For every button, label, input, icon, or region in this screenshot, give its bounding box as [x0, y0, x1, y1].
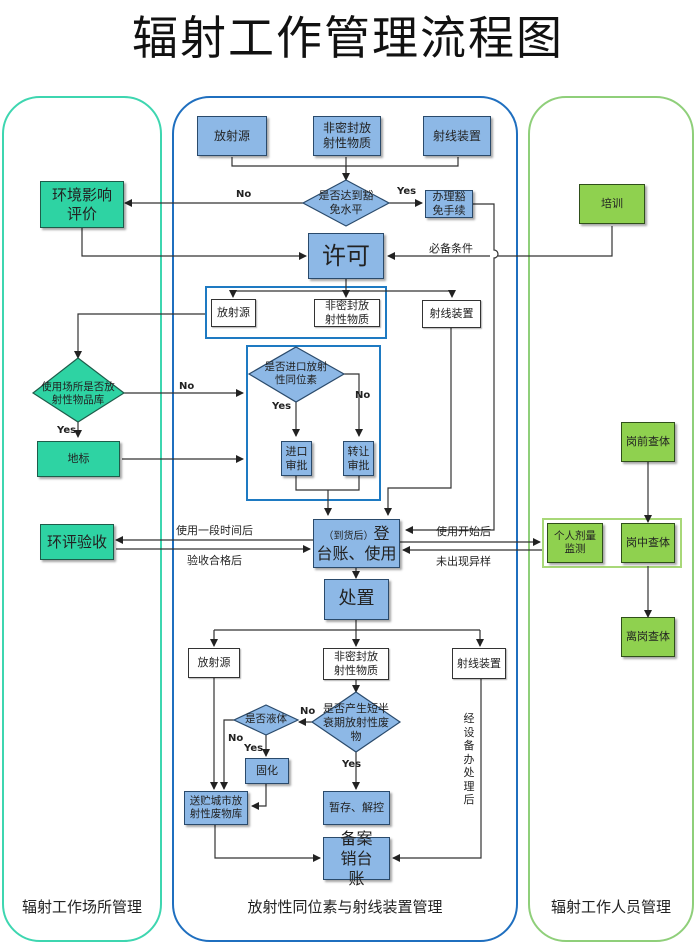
import-decision-diamond [247, 346, 346, 403]
license-item-radioactive-source[interactable]: 放射源 [211, 299, 256, 327]
liquid-decision-label: 是否液体 [245, 713, 287, 726]
edge-label-site-yes: Yes [57, 425, 77, 436]
store-decay-node[interactable]: 暂存、解控 [323, 791, 390, 825]
pre-exam-node[interactable]: 岗前查体 [621, 422, 675, 462]
device-processing-note: 经 设 备 办 处 理 后 [463, 712, 475, 806]
lane-workplace [2, 96, 162, 942]
halflife-decision-label: 是否产生短半衰期放射性废物 [323, 702, 389, 743]
solidify-node[interactable]: 固化 [245, 758, 289, 784]
lane-isotope-device [172, 96, 518, 942]
import-decision-label: 是否进口放射性同位素 [264, 360, 328, 386]
exempt-decision-diamond [301, 179, 391, 227]
site-decision-label: 使用场所是否放射性物品库 [41, 380, 115, 406]
edge-label-site-no: No [179, 381, 195, 392]
send-waste-store-node[interactable]: 送贮城市放射性废物库 [184, 791, 248, 825]
source-node-ray-device[interactable]: 射线装置 [423, 116, 491, 156]
eia-node[interactable]: 环境影响评价 [40, 181, 124, 228]
disposal-item-unsealed-material[interactable]: 非密封放射性物质 [323, 648, 389, 680]
eia-acceptance-node[interactable]: 环评验收 [40, 524, 114, 560]
lane-label-isotope-device: 放射性同位素与射线装置管理 [247, 898, 443, 916]
transfer-approval-node[interactable]: 转让审批 [343, 441, 374, 476]
source-node-unsealed-material[interactable]: 非密封放射性物质 [313, 116, 381, 156]
register-use-node[interactable]: （到货后） 登 台账、使用 [313, 519, 400, 568]
edge-label-liquid-no: No [228, 733, 244, 744]
edge-label-import-no: No [355, 390, 371, 401]
edge-import-no [344, 373, 363, 437]
site-decision-diamond [31, 357, 126, 423]
training-node[interactable]: 培训 [579, 184, 645, 224]
edge-source-site [74, 313, 205, 359]
edge-label-after-period-use: 使用一段时间后 [176, 524, 253, 537]
record-close-node[interactable]: 备案销台账 [323, 829, 390, 888]
edge-label-import-yes: Yes [272, 401, 292, 412]
license-item-unsealed-material[interactable]: 非密封放射性物质 [314, 299, 380, 327]
edge-eia-license [81, 228, 307, 260]
edge-exempt-register [405, 203, 499, 534]
license-item-ray-device[interactable]: 射线装置 [422, 300, 481, 328]
edge-label-halflife-no: No [300, 706, 316, 717]
edge-label-after-acceptance: 验收合格后 [187, 554, 242, 567]
exempt-decision-label: 是否达到豁免水平 [318, 189, 374, 216]
monitoring-group [542, 518, 682, 568]
liquid-decision-diamond [232, 704, 300, 736]
exempt-process-node[interactable]: 办理豁免手续 [425, 190, 473, 218]
lane-label-personnel: 辐射工作人员管理 [550, 898, 671, 916]
dose-monitor-node[interactable]: 个人剂量监测 [547, 523, 603, 563]
edge-liquid-no [220, 719, 234, 790]
edge-label-liquid-yes: Yes [244, 743, 264, 754]
approval-group [246, 345, 381, 501]
edge-device-register [384, 328, 452, 516]
edge-label-no-anomaly: 未出现异样 [436, 555, 491, 568]
halflife-decision-diamond [310, 691, 402, 753]
disposal-node[interactable]: 处置 [324, 579, 389, 620]
leave-exam-node[interactable]: 离岗查体 [621, 617, 675, 657]
lane-personnel [528, 96, 694, 942]
source-node-radioactive-source[interactable]: 放射源 [197, 116, 267, 156]
edge-label-prerequisite: 必备条件 [429, 242, 473, 255]
license-items-group [205, 286, 387, 339]
register-main-rest: 台账、使用 [316, 543, 397, 563]
edge-training-license [388, 226, 613, 256]
page-title: 辐射工作管理流程图 [132, 11, 564, 65]
landmark-node[interactable]: 地标 [37, 441, 120, 477]
import-approval-node[interactable]: 进口审批 [281, 441, 312, 476]
disposal-item-radioactive-source[interactable]: 放射源 [188, 648, 240, 678]
edge-label-exempt-no: No [236, 189, 252, 200]
disposal-item-ray-device[interactable]: 射线装置 [452, 648, 506, 679]
edge-label-after-start-use: 使用开始后 [436, 525, 491, 538]
mid-exam-node[interactable]: 岗中查体 [621, 523, 675, 563]
edge-label-halflife-yes: Yes [342, 759, 362, 770]
lane-label-workplace: 辐射工作场所管理 [21, 898, 142, 916]
register-main-first: 登 [373, 523, 390, 543]
edge-label-exempt-yes: Yes [397, 186, 417, 197]
license-node[interactable]: 许可 [308, 233, 384, 279]
edge-sources-merge [231, 157, 459, 180]
register-prefix: （到货后） [323, 530, 374, 542]
